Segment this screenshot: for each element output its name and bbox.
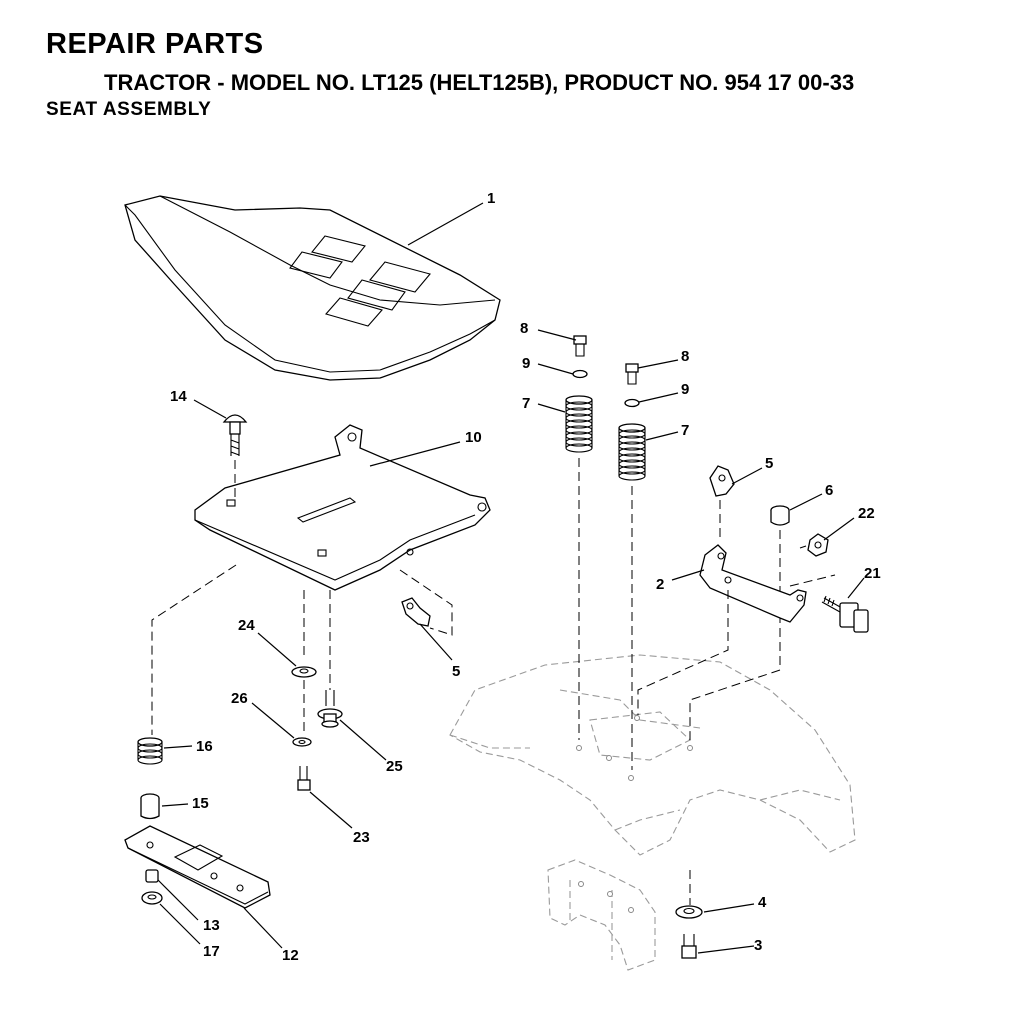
spacer-part-6 [689, 505, 790, 745]
callout-24: 24 [238, 617, 255, 634]
washer-part-9-a [572, 369, 588, 379]
callout-26: 26 [231, 690, 248, 707]
callout-22: 22 [858, 505, 875, 522]
callout-5: 5 [452, 663, 460, 680]
seat-part-1 [124, 195, 501, 381]
callout-6: 6 [825, 482, 833, 499]
bolt-part-8-b [625, 363, 639, 385]
guide-line-16 [151, 564, 237, 735]
callout-21: 21 [864, 565, 881, 582]
callout-14: 14 [170, 388, 187, 405]
callout-12: 12 [282, 947, 299, 964]
spring-part-7-b [618, 423, 646, 481]
model-subtitle: TRACTOR - MODEL NO. LT125 (HELT125B), PR… [104, 70, 855, 95]
callout-5: 5 [765, 455, 773, 472]
callout-9: 9 [681, 381, 689, 398]
callout-16: 16 [196, 738, 213, 755]
washer-part-24 [291, 666, 317, 678]
seat-switch-part-5-right [709, 465, 735, 540]
callout-23: 23 [353, 829, 370, 846]
seat-switch-part-5-left [399, 569, 453, 636]
callout-3: 3 [754, 937, 762, 954]
page-title: REPAIR PARTS [46, 28, 264, 60]
plate-part-12 [124, 825, 271, 909]
spring-part-16 [137, 737, 163, 765]
washer-part-4 [675, 905, 703, 919]
callout-4: 4 [758, 894, 767, 911]
callout-15: 15 [192, 795, 209, 812]
bolt-part-25 [317, 690, 343, 728]
callout-13: 13 [203, 917, 220, 934]
spring-part-7-a [565, 395, 593, 453]
knob-bolt-part-21 [821, 595, 869, 633]
callout-7: 7 [522, 395, 530, 412]
callout-25: 25 [386, 758, 403, 775]
callout-8: 8 [681, 348, 689, 365]
nut-part-13 [145, 869, 159, 883]
callout-7: 7 [681, 422, 689, 439]
callout-1: 1 [487, 190, 495, 207]
bracket-part-2 [637, 544, 836, 715]
bolt-part-8-a [573, 335, 587, 357]
carriage-bolt-part-14 [222, 414, 248, 498]
callout-10: 10 [465, 429, 482, 446]
bolt-part-23 [297, 766, 311, 791]
callout-17: 17 [203, 943, 220, 960]
bushing-part-15 [140, 793, 160, 820]
washer-part-26 [292, 737, 312, 747]
chassis-outline [449, 654, 856, 971]
seat-pan-part-10 [194, 424, 491, 591]
nut-part-17 [141, 891, 163, 905]
callout-8: 8 [520, 320, 528, 337]
callout-9: 9 [522, 355, 530, 372]
leader-lines [157, 202, 865, 954]
bolt-part-3 [681, 934, 697, 959]
callout-labels: 1 8 8 9 9 7 7 14 10 5 5 6 22 2 21 24 26 … [170, 190, 881, 964]
washer-part-9-b [624, 398, 640, 408]
callout-2: 2 [656, 576, 664, 593]
nut-part-22 [799, 533, 829, 557]
section-title: SEAT ASSEMBLY [46, 99, 212, 120]
